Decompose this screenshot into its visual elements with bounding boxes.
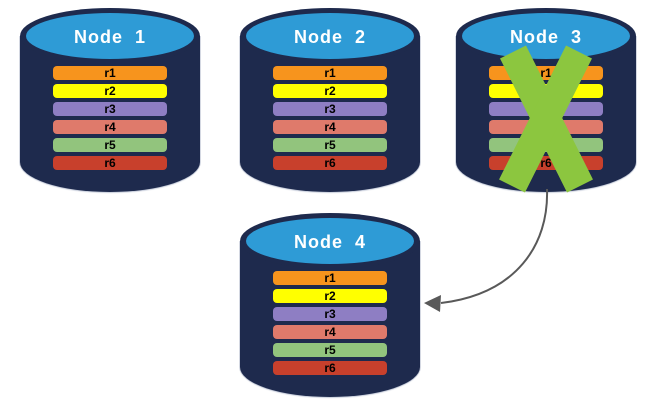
- row-r5: r5: [53, 138, 167, 152]
- row-r3: r3: [273, 307, 387, 321]
- row-r6: r6: [489, 156, 603, 170]
- row-r1: r1: [489, 66, 603, 80]
- row-r5: r5: [273, 343, 387, 357]
- node-1-cylinder: Node 1 r1 r2 r3 r4 r5 r6: [20, 8, 200, 192]
- row-r6: r6: [273, 361, 387, 375]
- row-r1: r1: [53, 66, 167, 80]
- row-r4: r4: [489, 120, 603, 134]
- node-label: Node 1: [73, 26, 146, 47]
- row-r3: r3: [53, 102, 167, 116]
- row-r3: r3: [273, 102, 387, 116]
- row-r4: r4: [53, 120, 167, 134]
- row-r1: r1: [273, 66, 387, 80]
- cylinder-top: [246, 13, 414, 59]
- row-r6: r6: [53, 156, 167, 170]
- row-r4: r4: [273, 120, 387, 134]
- failover-arrowhead-icon: [424, 295, 441, 312]
- cylinder-top: [246, 218, 414, 264]
- row-r2: r2: [53, 84, 167, 98]
- row-r4: r4: [273, 325, 387, 339]
- node-3-cylinder: Node 3 r1 r2 r3 r4 r5 r6: [456, 8, 636, 192]
- row-r2: r2: [273, 84, 387, 98]
- row-r5: r5: [489, 138, 603, 152]
- cylinder-top: [26, 13, 194, 59]
- row-r6: r6: [273, 156, 387, 170]
- row-list: r1 r2 r3 r4 r5 r6: [273, 271, 387, 379]
- node-label: Node 4: [293, 231, 366, 252]
- node-label: Node 2: [293, 26, 366, 47]
- row-r2: r2: [489, 84, 603, 98]
- row-r3: r3: [489, 102, 603, 116]
- row-r2: r2: [273, 289, 387, 303]
- row-list: r1 r2 r3 r4 r5 r6: [273, 66, 387, 174]
- failover-arrow: [440, 188, 549, 304]
- node-label: Node 3: [509, 26, 582, 47]
- node-4-cylinder: Node 4 r1 r2 r3 r4 r5 r6: [240, 213, 420, 397]
- row-r1: r1: [273, 271, 387, 285]
- node-2-cylinder: Node 2 r1 r2 r3 r4 r5 r6: [240, 8, 420, 192]
- row-list: r1 r2 r3 r4 r5 r6: [489, 66, 603, 174]
- row-r5: r5: [273, 138, 387, 152]
- row-list: r1 r2 r3 r4 r5 r6: [53, 66, 167, 174]
